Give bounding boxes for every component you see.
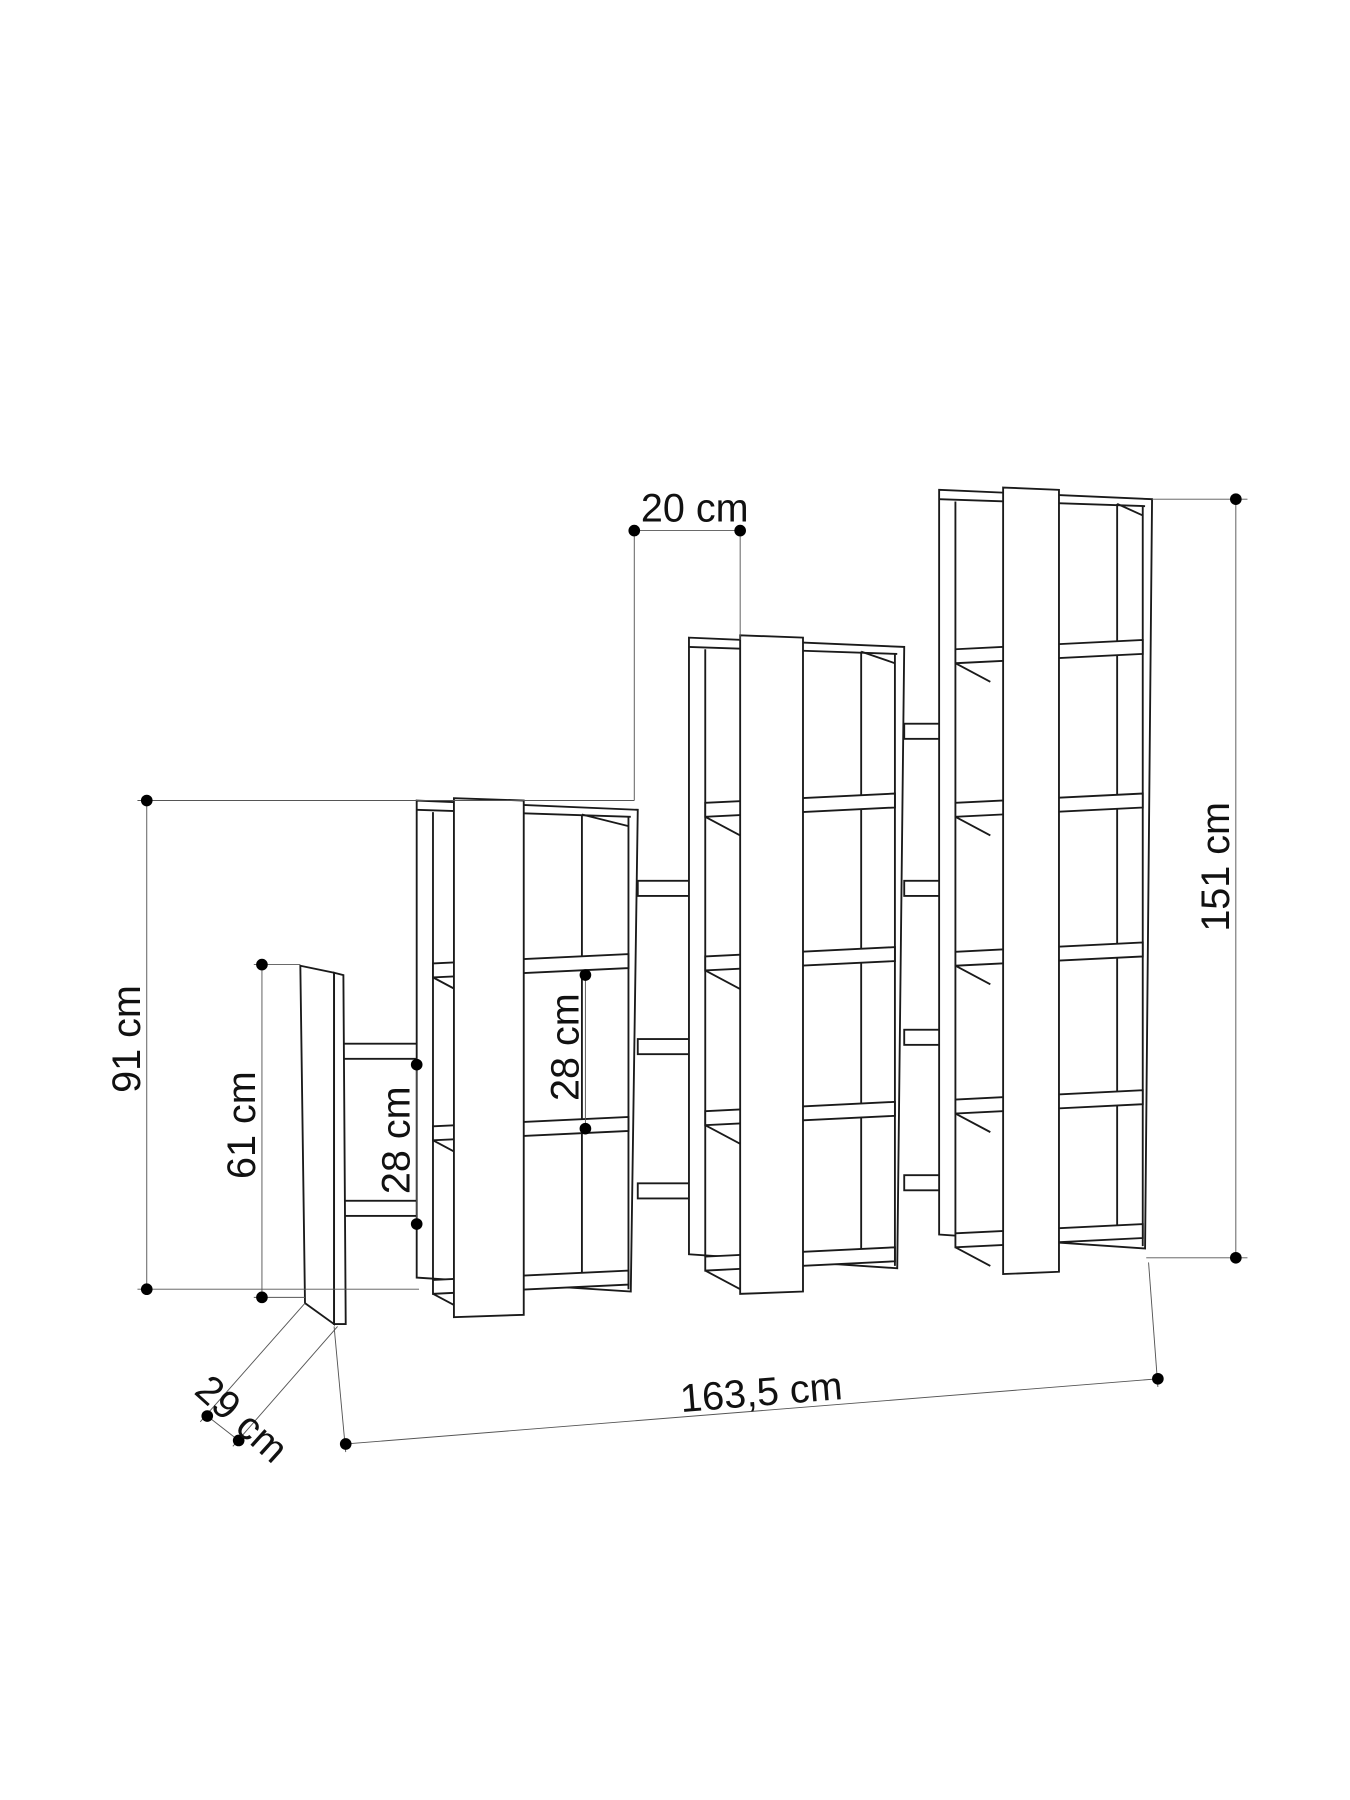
shelf-perspective-line: [954, 1246, 991, 1267]
total-width-label: 163,5 cm: [678, 1364, 844, 1421]
front-panel: [452, 797, 525, 1319]
side-panel-height-label: 61 cm: [220, 1071, 264, 1179]
shelf-perspective-line: [704, 1269, 741, 1291]
dimension-151cm: 151 cm: [1146, 493, 1248, 1264]
shelf-perspective-line: [954, 1112, 991, 1133]
perspective-line: [1116, 502, 1144, 517]
front-panel: [1002, 486, 1060, 1276]
shelf-perspective-line: [954, 662, 991, 683]
side-panel: [299, 964, 336, 1326]
shelf-perspective-line: [704, 815, 741, 837]
side-panel-edge: [333, 971, 347, 1326]
front-panel: [739, 634, 804, 1295]
total-height-label: 151 cm: [1194, 802, 1238, 932]
perspective-line: [860, 650, 896, 665]
bookshelf-structure: [299, 486, 1153, 1326]
shelf-perspective-line: [954, 964, 991, 986]
middle-height-label: 91 cm: [105, 985, 149, 1093]
dimension-28cm-inner: 28 cm: [543, 969, 592, 1135]
perspective-line: [581, 813, 629, 828]
compartment-height-left-label: 28 cm: [375, 1086, 419, 1194]
compartment-height-inner-label: 28 cm: [543, 993, 587, 1101]
dimension-28cm-left: 28 cm: [375, 1058, 423, 1230]
shelf-perspective-line: [704, 969, 741, 990]
width-label: 20 cm: [641, 486, 749, 530]
shelf-perspective-line: [704, 1124, 741, 1145]
dimension-20cm: 20 cm: [628, 486, 749, 801]
shelf-perspective-line: [954, 815, 991, 837]
dimension-91cm: 91 cm: [105, 794, 635, 1296]
dimension-29cm: 29 cm: [187, 1302, 338, 1472]
dimension-61cm: 61 cm: [220, 958, 305, 1304]
shelf-unit-frame: [415, 799, 639, 1293]
